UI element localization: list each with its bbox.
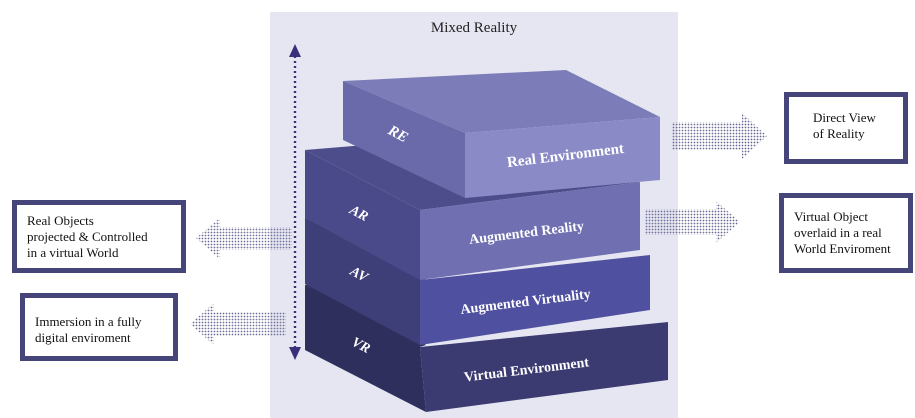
arrow-to-direct-view-icon xyxy=(672,113,767,159)
callout-virtual-object: Virtual Object overlaid in a real World … xyxy=(779,193,913,273)
callout-line: Immersion in a fully xyxy=(35,314,142,329)
callout-line: Direct View xyxy=(813,110,876,125)
layer-re xyxy=(343,70,660,198)
callout-direct-view: Direct View of Reality xyxy=(784,92,908,164)
callout-line: projected & Controlled xyxy=(27,229,148,244)
vertical-axis-arrow-icon xyxy=(289,44,301,360)
callout-real-objects: Real Objects projected & Controlled in a… xyxy=(12,200,186,273)
callout-line: digital enviroment xyxy=(35,330,131,345)
callout-line: Virtual Object xyxy=(794,209,868,224)
callout-line: World Enviroment xyxy=(794,241,891,256)
callout-immersion: Immersion in a fully digital enviroment xyxy=(20,293,178,361)
callout-line: overlaid in a real xyxy=(794,225,882,240)
callout-line: of Reality xyxy=(813,126,865,141)
arrow-to-real-objects-icon xyxy=(196,218,292,259)
callout-line: in a virtual World xyxy=(27,245,119,260)
callout-line: Real Objects xyxy=(27,213,94,228)
arrow-to-immersion-icon xyxy=(190,303,286,345)
arrow-to-virtual-object-icon xyxy=(645,201,740,243)
diagram-title: Mixed Reality xyxy=(430,20,518,36)
